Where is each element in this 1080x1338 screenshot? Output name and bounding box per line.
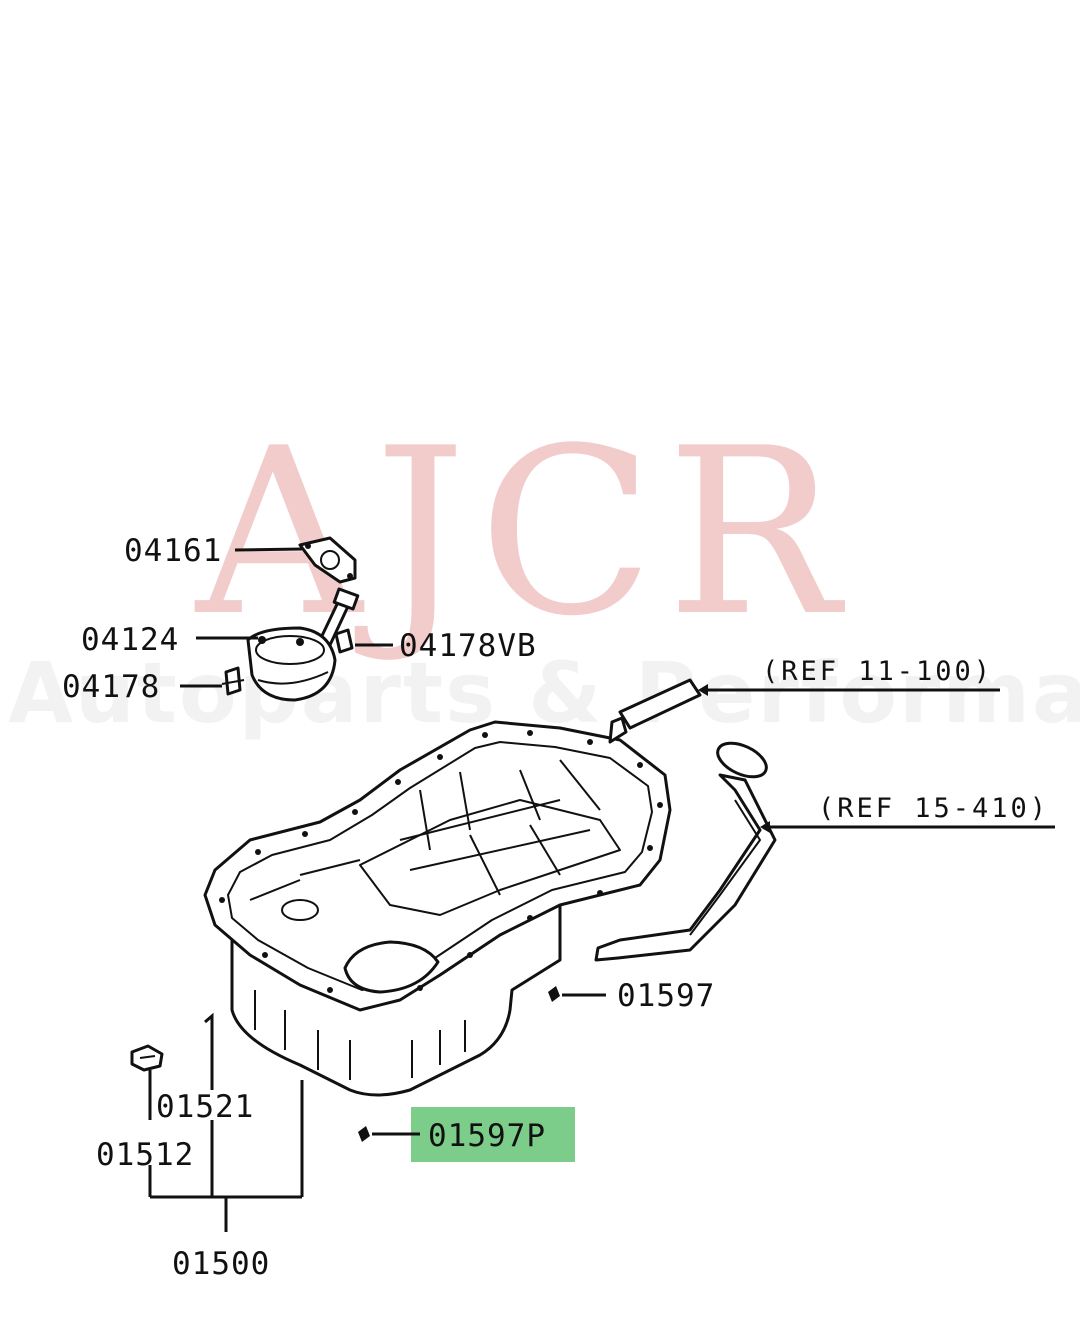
oil-strainer <box>221 536 360 702</box>
label-04161: 04161 <box>124 533 222 569</box>
label-01521: 01521 <box>156 1089 254 1125</box>
bolt-01597-marker <box>548 986 560 1002</box>
gasket-clip <box>204 1012 214 1060</box>
flange-bolt-holes <box>219 730 663 993</box>
label-04178vb: 04178VB <box>399 628 537 664</box>
dipstick-tube <box>608 678 702 744</box>
label-01597: 01597 <box>617 978 715 1014</box>
leader-arrows <box>698 684 770 833</box>
highlight-box <box>411 1107 575 1162</box>
watermark-brand: AJCR <box>194 400 851 667</box>
watermark: Autoparts & Performance AJCR <box>8 400 1080 742</box>
label-01500: 01500 <box>172 1246 270 1282</box>
leader-lines <box>148 547 1055 1232</box>
drain-plug <box>130 1044 164 1072</box>
label-ref-11-100: (REF 11-100) <box>762 656 993 687</box>
bolt-01597p-marker <box>358 1126 370 1142</box>
label-04124: 04124 <box>81 622 179 658</box>
callout-labels: 04161 04124 04178VB 04178 (REF 11-100) (… <box>62 533 1049 1282</box>
label-01597p: 01597P <box>428 1118 546 1154</box>
label-04178: 04178 <box>62 669 160 705</box>
oil-pipe <box>594 741 777 962</box>
label-ref-15-410: (REF 15-410) <box>818 793 1049 824</box>
label-01512: 01512 <box>96 1137 194 1173</box>
oil-pan <box>203 720 672 1097</box>
